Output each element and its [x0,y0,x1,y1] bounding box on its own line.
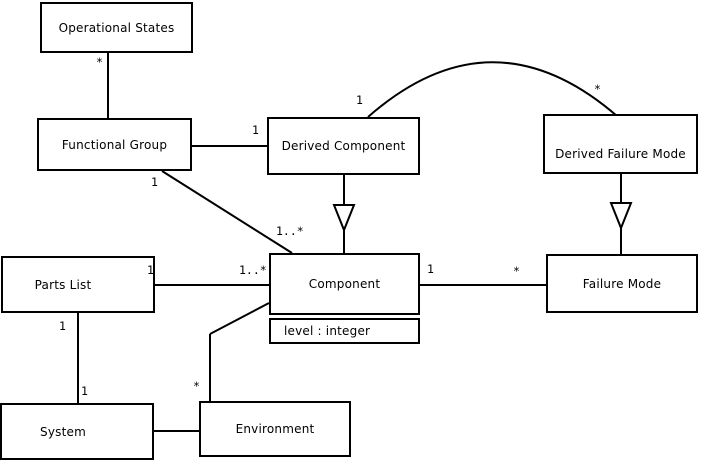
class-name: Failure Mode [582,276,662,291]
edge-derived-component-derived-failure-mode [367,61,618,118]
multiplicity-label: 1 [59,319,66,333]
class-name: Component [308,277,381,291]
class-name: Derived Component [281,139,406,153]
generalization-arrow-icon [609,202,633,231]
class-derived-component[interactable]: Derived Component [267,117,420,175]
class-functional-group[interactable]: Functional Group [37,118,192,171]
class-name: System [40,424,86,439]
class-component[interactable]: Component [269,253,420,315]
class-name: Derived Failure Mode [555,147,686,161]
multiplicity-label: 1 [147,263,154,277]
class-derived-failure-mode[interactable]: Derived Failure Mode [543,114,698,174]
attribute-label: level : integer [284,324,371,338]
class-name: Operational States [58,20,175,35]
class-system[interactable]: System [0,403,154,460]
multiplicity-label: * [594,82,601,96]
multiplicity-label: 1 [151,175,158,189]
multiplicity-label: 1 [427,262,434,276]
generalization-arrow-icon [332,204,356,233]
multiplicity-label: 1 [252,123,259,137]
multiplicity-label: * [193,379,200,393]
class-component-attributes[interactable]: level : integer [269,318,420,344]
multiplicity-label: 1 [81,384,88,398]
class-operational-states[interactable]: Operational States [40,2,193,53]
multiplicity-label: 1..* [276,224,304,238]
edge-environment-component-diagonal [209,302,270,335]
class-name: Environment [235,422,315,436]
class-name: Functional Group [61,137,168,152]
class-name: Parts List [34,277,92,292]
class-failure-mode[interactable]: Failure Mode [546,254,698,313]
multiplicity-label: * [96,55,103,69]
multiplicity-label: * [513,264,520,278]
class-environment[interactable]: Environment [199,401,351,457]
edge-functional-group-component [161,170,293,254]
multiplicity-label: 1 [356,93,363,107]
multiplicity-label: 1..* [239,263,267,277]
class-parts-list[interactable]: Parts List [1,256,155,313]
